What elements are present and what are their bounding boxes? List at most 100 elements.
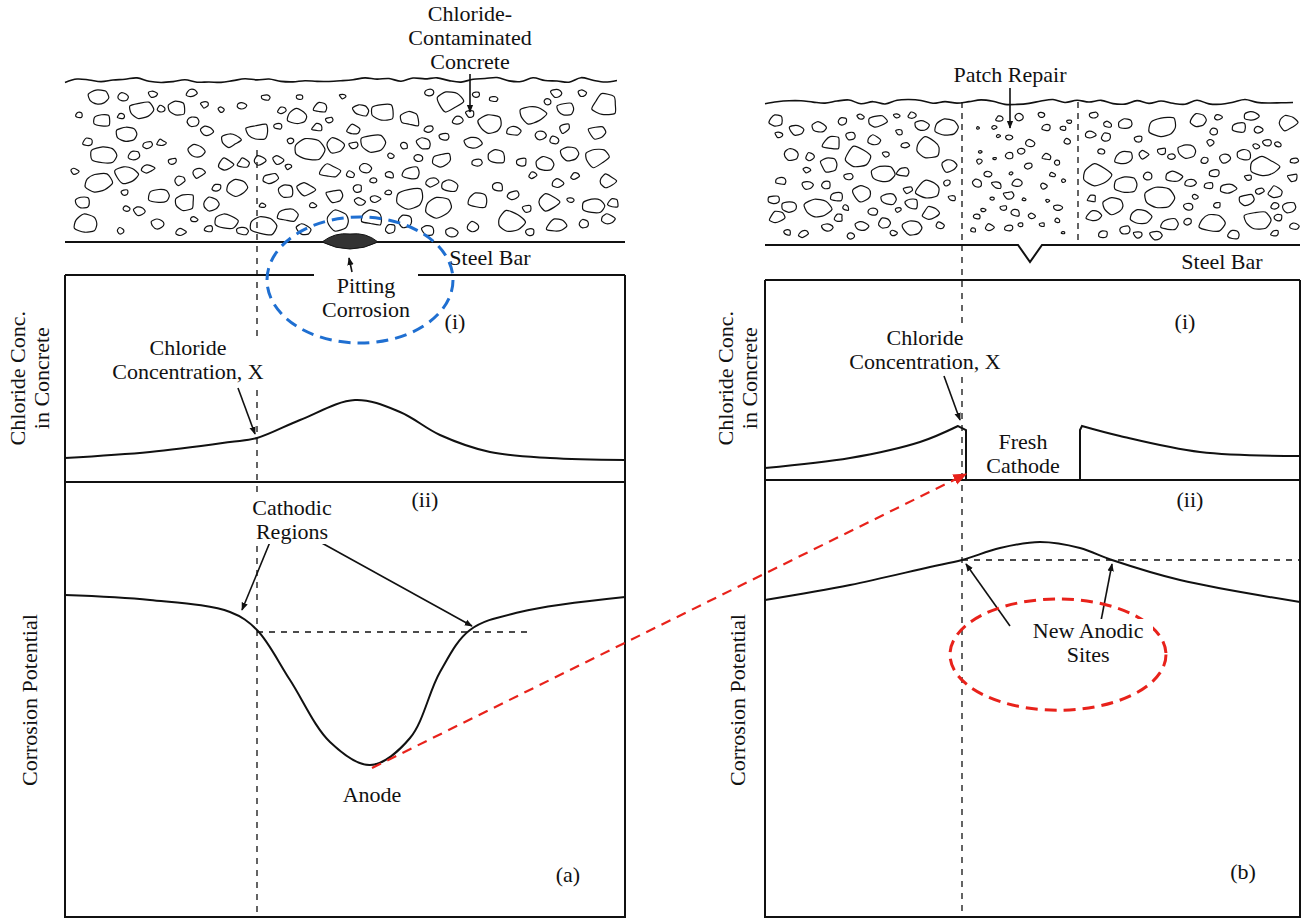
leader-arrow: [944, 376, 960, 420]
aggregate: [834, 214, 842, 221]
aggregate: [85, 173, 113, 192]
aggregate: [416, 138, 430, 149]
aggregate: [353, 185, 361, 193]
aggregate: [237, 103, 246, 109]
aggregate: [277, 107, 286, 113]
aggregate: [977, 159, 982, 164]
aggregate: [130, 102, 154, 119]
aggregate: [985, 224, 994, 231]
aggregate: [546, 219, 567, 231]
aggregate: [237, 158, 249, 167]
aggregate: [996, 135, 1000, 138]
aggregate: [148, 189, 169, 202]
aggregate: [422, 226, 434, 236]
aggregate: [1038, 112, 1045, 117]
aggregate: [287, 138, 294, 143]
aggregate: [586, 149, 610, 168]
aggregate: [121, 190, 128, 195]
aggregate: [1178, 145, 1196, 158]
aggregate: [820, 158, 837, 172]
aggregate: [1214, 203, 1220, 208]
aggregate: [869, 116, 888, 127]
aggregate: [437, 92, 463, 112]
aggregate: [446, 228, 458, 237]
aggregate: [204, 197, 219, 211]
aggregate: [1101, 133, 1110, 141]
aggregate: [1130, 210, 1152, 224]
aggregate: [784, 230, 791, 235]
aggregate: [1168, 154, 1175, 159]
aggregate: [579, 219, 588, 227]
aggregate: [984, 171, 992, 176]
aggregate: [507, 191, 519, 200]
aggregate: [550, 136, 559, 144]
aggregate: [157, 105, 165, 112]
aggregate: [846, 132, 855, 140]
plot-frame: [765, 916, 1300, 918]
aggregate: [426, 197, 452, 218]
aggregate: [1210, 128, 1218, 135]
aggregate: [473, 92, 480, 97]
aggregate: [261, 95, 270, 100]
aggregate: [582, 199, 604, 213]
aggregate: [274, 123, 282, 129]
aggregate: [400, 111, 418, 125]
aggregate: [385, 225, 395, 234]
aggregate: [996, 116, 1003, 121]
region-label: Chloride-Contaminated Concrete: [401, 2, 540, 75]
potential-curve: [765, 542, 1300, 602]
aggregate: [83, 138, 93, 146]
aggregate: [602, 214, 616, 224]
aggregate: [868, 208, 878, 215]
aggregate: [992, 182, 1001, 188]
aggregate: [857, 114, 864, 119]
steel-bar: [765, 279, 1300, 281]
aggregate: [1263, 140, 1272, 146]
dashed-ellipse: [950, 599, 1166, 710]
aggregate: [1011, 209, 1019, 216]
aggregate: [1204, 183, 1213, 189]
aggregate: [312, 123, 322, 130]
aggregate: [775, 132, 783, 138]
aggregate: [992, 126, 997, 130]
plot-frame: [65, 481, 625, 483]
aggregate: [347, 124, 360, 134]
aggregate: [1239, 194, 1254, 205]
aggregate: [426, 178, 439, 187]
aggregate: [522, 205, 531, 212]
plot-frame: [1299, 280, 1301, 918]
aggregate: [493, 183, 503, 191]
aggregate: [218, 107, 224, 113]
aggregate: [935, 119, 959, 135]
aggregate: [905, 199, 917, 209]
aggregate: [352, 105, 368, 116]
aggregate: [432, 153, 450, 167]
aggregate: [1271, 230, 1279, 235]
aggregate: [1268, 186, 1282, 198]
leader-arrow: [1100, 564, 1112, 626]
aggregate: [468, 193, 487, 208]
aggregate: [88, 90, 109, 104]
aggregate: [879, 218, 891, 228]
axis-label: Corrosion Potential: [18, 612, 42, 788]
aggregate: [385, 172, 393, 178]
aggregate: [1120, 226, 1130, 234]
aggregate: [977, 127, 980, 130]
subplot-number: (i): [443, 310, 468, 334]
aggregate: [424, 126, 433, 133]
aggregate: [1150, 232, 1163, 240]
aggregate: [806, 153, 815, 161]
concrete-surface: [765, 99, 1293, 104]
aggregate: [320, 164, 341, 177]
aggregate: [1166, 171, 1183, 181]
aggregate: [1158, 148, 1166, 154]
aggregate: [442, 180, 458, 191]
aggregate: [1006, 135, 1013, 140]
aggregate: [148, 91, 157, 97]
aggregate: [803, 167, 811, 172]
leader-arrow: [966, 564, 1010, 626]
aggregate: [117, 228, 123, 234]
aggregate: [1143, 172, 1151, 180]
aggregate: [1005, 225, 1013, 230]
